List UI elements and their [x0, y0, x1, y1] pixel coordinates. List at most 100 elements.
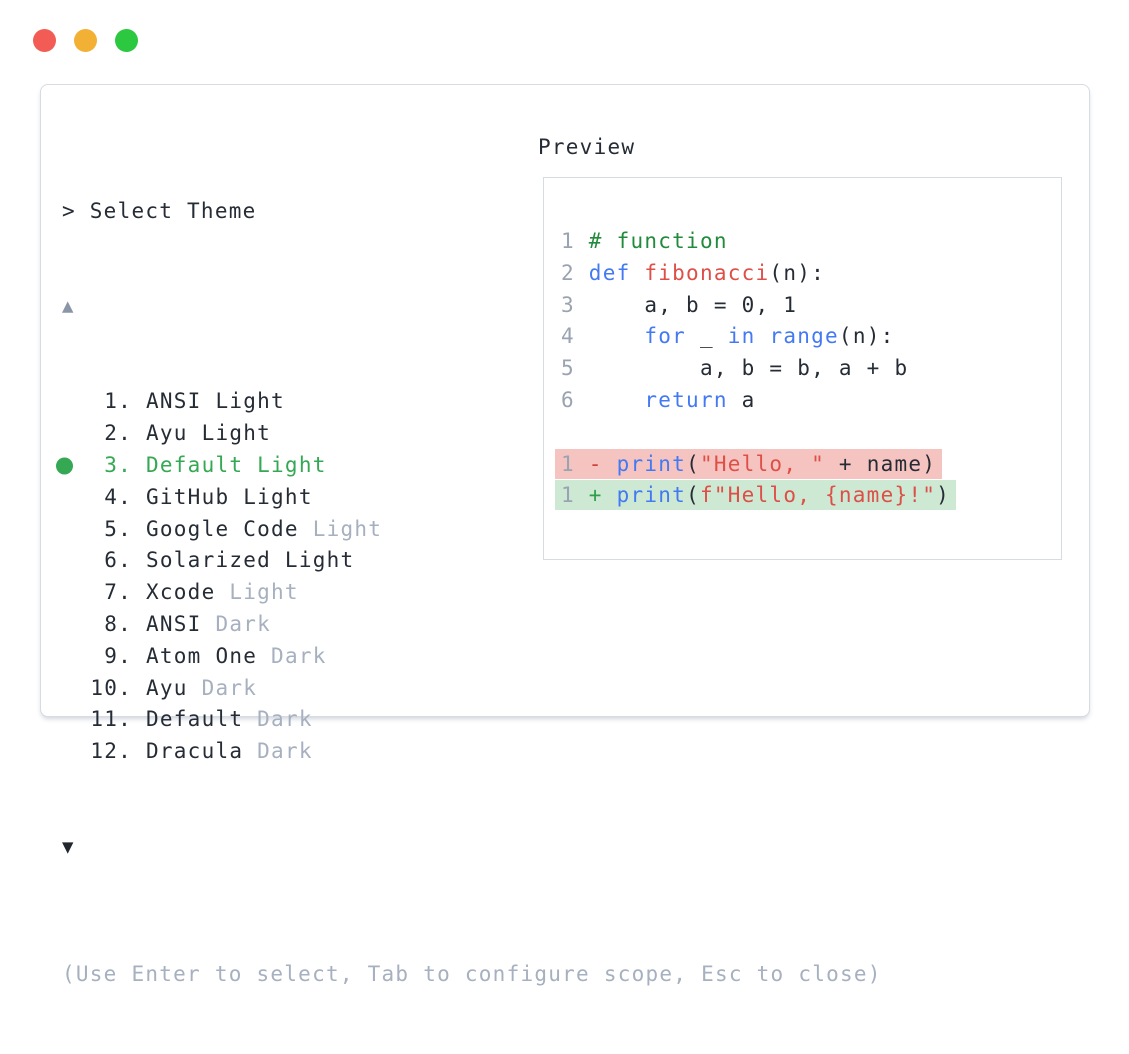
theme-name: Xcode Light	[146, 580, 299, 605]
window-controls	[33, 29, 138, 52]
keyboard-hint: (Use Enter to select, Tab to configure s…	[62, 961, 882, 986]
line-number: 1	[561, 451, 589, 476]
code-token-keyword: in	[727, 324, 756, 349]
code-token-keyword: for	[644, 324, 687, 349]
code-token-string: "Hello, "	[699, 451, 826, 476]
code-token-plain: a, b = 0, 1	[588, 292, 798, 317]
theme-number: 9.	[104, 643, 132, 668]
marker-cell	[62, 736, 76, 768]
scroll-down-indicator[interactable]: ▼	[62, 835, 75, 858]
theme-name: Solarized Light	[146, 548, 355, 573]
theme-list-item[interactable]: 5. Google Code Light	[62, 514, 882, 546]
theme-list-item[interactable]: 9. Atom One Dark	[62, 641, 882, 673]
code-line: 5 a, b = b, a + b	[561, 353, 1061, 385]
line-number: 6	[561, 387, 589, 412]
code-token-keyword: print	[616, 451, 687, 476]
code-token-plain	[589, 324, 645, 348]
line-number: 1	[561, 483, 589, 508]
line-number: 3	[561, 292, 589, 317]
code-token-plain: )	[936, 483, 951, 508]
theme-name: Default Dark	[146, 707, 313, 732]
theme-number: 4.	[104, 484, 132, 509]
code-token-plain: (	[686, 483, 700, 508]
code-token-plain: (n):	[838, 324, 895, 349]
line-number: 4	[561, 324, 589, 349]
theme-name: Dracula Dark	[146, 739, 313, 764]
preview-title: Preview	[538, 135, 636, 159]
theme-variant-label: Light	[229, 580, 299, 605]
close-button[interactable]	[33, 29, 56, 52]
theme-list-item[interactable]: 4. GitHub Light	[62, 482, 882, 514]
code-token-func: fibonacci	[644, 260, 770, 285]
theme-variant-label: Dark	[201, 675, 258, 700]
theme-list-item[interactable]: 12.Dracula Dark	[62, 736, 882, 768]
theme-variant-label: Light	[312, 516, 383, 541]
code-token-keyword: range	[769, 324, 839, 349]
marker-cell	[62, 545, 76, 577]
theme-number: 2.	[104, 421, 132, 446]
scroll-up-indicator[interactable]: ▲	[62, 294, 75, 317]
theme-variant-label: Dark	[257, 707, 313, 732]
theme-number: 6.	[104, 548, 132, 573]
line-number: 2	[561, 260, 589, 285]
code-token-string: f"Hello, {name}!"	[699, 483, 937, 508]
marker-cell	[62, 609, 76, 641]
theme-list-item[interactable]: 2.Ayu Light	[62, 418, 882, 450]
code-token-minus: -	[588, 451, 617, 476]
theme-name: Ayu Dark	[146, 675, 258, 700]
code-token-keyword: print	[616, 483, 687, 508]
code-line: 2 def fibonacci(n):	[561, 258, 1061, 290]
line-number: 1	[561, 229, 589, 253]
theme-list-item[interactable]: 6. Solarized Light	[62, 545, 882, 577]
maximize-button[interactable]	[115, 29, 138, 52]
diff-added-line: 1 + print(f"Hello, {name}!")	[555, 480, 957, 511]
theme-number: 11.	[90, 707, 132, 732]
line-number: 5	[561, 356, 589, 381]
theme-number: 10.	[90, 675, 132, 700]
theme-number: 5.	[104, 516, 132, 541]
code-token-plain: a, b = b, a + b	[588, 356, 909, 381]
theme-list-item[interactable]: 7. Xcode Light	[62, 577, 882, 609]
theme-list-item[interactable]: 10. Ayu Dark	[62, 673, 882, 705]
marker-cell	[62, 418, 76, 450]
code-token-plain	[589, 388, 645, 412]
code-token-plain: (	[686, 451, 700, 476]
theme-list-item[interactable]: 11. Default Dark	[62, 704, 882, 736]
theme-name: GitHub Light	[146, 484, 313, 509]
select-theme-prompt: > Select Theme	[62, 198, 257, 223]
theme-variant-label: Dark	[257, 739, 313, 764]
theme-list-item[interactable]: 8.ANSI Dark	[62, 609, 882, 641]
marker-cell	[62, 386, 76, 418]
theme-variant-label: Dark	[271, 643, 327, 668]
marker-cell	[62, 673, 76, 705]
marker-cell	[62, 641, 76, 673]
code-line: 4 for _ in range(n):	[561, 321, 1061, 353]
diff-removed-line: 1 - print("Hello, " + name)	[555, 448, 943, 479]
code-token-plain: _	[686, 324, 728, 349]
code-line	[561, 417, 1061, 449]
theme-list-item[interactable]: 1.ANSI Light	[62, 386, 882, 418]
code-line: 1 - print("Hello, " + name)	[555, 448, 1061, 481]
theme-number: 7.	[104, 580, 132, 605]
code-token-plus: +	[588, 483, 617, 508]
minimize-button[interactable]	[74, 29, 97, 52]
code-line: 6 return a	[561, 385, 1061, 417]
code-line: 1 + print(f"Hello, {name}!")	[555, 480, 1061, 512]
theme-name: Default Light	[146, 452, 327, 477]
code-line: 1 # function	[561, 226, 1061, 258]
code-token-plain: + name)	[825, 451, 937, 476]
marker-cell	[62, 482, 76, 514]
marker-cell	[62, 514, 76, 546]
code-token-keyword: def	[588, 260, 645, 285]
theme-name: ANSI Light	[146, 389, 285, 414]
marker-cell	[62, 577, 76, 609]
theme-name: Google Code Light	[146, 516, 383, 541]
theme-name: Atom One Dark	[146, 643, 327, 668]
code-token-plain	[756, 324, 770, 348]
theme-list-item[interactable]: 3.Default Light	[62, 450, 882, 482]
code-token-plain: a	[727, 387, 756, 412]
